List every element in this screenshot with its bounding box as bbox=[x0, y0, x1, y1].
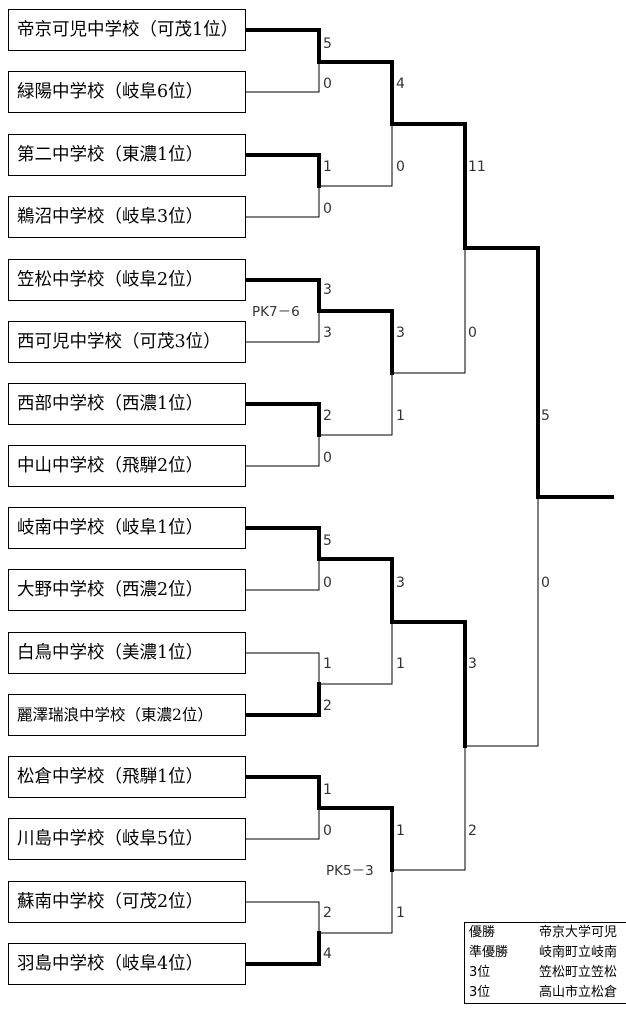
score-r2-m3-bottom: 1 bbox=[396, 656, 405, 672]
bracket-line bbox=[464, 496, 539, 747]
team-box: 帝京可児中学校（可茂1位） bbox=[8, 9, 246, 51]
team-box: 西可児中学校（可茂3位） bbox=[8, 321, 246, 363]
winner-path bbox=[244, 28, 321, 64]
team-box: 川島中学校（岐阜5位） bbox=[8, 818, 246, 860]
winner-path bbox=[317, 806, 394, 872]
team-box: 中山中学校（飛騨2位） bbox=[8, 445, 246, 487]
result-label: 3位 bbox=[469, 965, 491, 980]
bracket-line bbox=[245, 901, 320, 934]
bracket-line bbox=[245, 185, 320, 218]
score-sf-m2-bottom: 2 bbox=[468, 823, 477, 839]
winner-path bbox=[244, 775, 321, 810]
result-row-champion: 優勝 帝京大学可児 bbox=[465, 923, 626, 943]
team-box: 第二中学校（東濃1位） bbox=[8, 134, 246, 176]
bracket-line bbox=[245, 310, 320, 343]
score-r1-m5-bottom: 0 bbox=[323, 575, 332, 591]
score-r1-m8-bottom: 4 bbox=[323, 946, 332, 962]
score-r2-m2-top: 3 bbox=[396, 325, 405, 341]
score-r2-m3-top: 3 bbox=[396, 575, 405, 591]
team-box: 羽島中学校（岐阜4位） bbox=[8, 943, 246, 985]
bracket-line bbox=[245, 807, 320, 840]
score-r2-m4-bottom: 1 bbox=[396, 905, 405, 921]
result-row-runner-up: 準優勝 岐南町立岐南 bbox=[465, 943, 626, 963]
score-r1-m2-top: 1 bbox=[323, 159, 332, 175]
score-r1-m4-top: 2 bbox=[323, 408, 332, 424]
winner-path bbox=[244, 278, 321, 313]
result-label: 準優勝 bbox=[469, 945, 509, 960]
score-final-bottom: 0 bbox=[541, 575, 550, 591]
score-r1-m2-bottom: 0 bbox=[323, 201, 332, 217]
winner-path bbox=[244, 402, 321, 437]
score-final-top: 5 bbox=[541, 408, 550, 424]
result-row-third: 3位 高山市立松倉 bbox=[465, 983, 626, 1003]
score-r2-m4-top: 1 bbox=[396, 823, 405, 839]
winner-path bbox=[244, 526, 321, 561]
winner-path bbox=[244, 931, 321, 966]
team-box: 鵜沼中学校（岐阜3位） bbox=[8, 196, 246, 238]
score-r1-m8-top: 2 bbox=[323, 905, 332, 921]
winner-path bbox=[317, 309, 394, 375]
team-box: 西部中学校（西濃1位） bbox=[8, 383, 246, 425]
pk-r2-m4: PK5－3 bbox=[326, 863, 374, 879]
team-box: 笠松中学校（岐阜2位） bbox=[8, 259, 246, 301]
result-label: 優勝 bbox=[469, 925, 496, 940]
score-r1-m7-bottom: 0 bbox=[323, 823, 332, 839]
result-value: 帝京大学可児 bbox=[539, 925, 618, 940]
pk-r1-m3: PK7－6 bbox=[252, 304, 300, 320]
score-r1-m4-bottom: 0 bbox=[323, 450, 332, 466]
score-r2-m1-top: 4 bbox=[396, 76, 405, 92]
score-r1-m6-bottom: 2 bbox=[323, 698, 332, 714]
result-value: 岐南町立岐南 bbox=[539, 945, 618, 960]
bracket-line bbox=[245, 652, 320, 685]
score-sf-m1-bottom: 0 bbox=[468, 325, 477, 341]
score-r1-m3-bottom: 3 bbox=[323, 325, 332, 341]
score-r2-m1-bottom: 0 bbox=[396, 159, 405, 175]
score-r2-m2-bottom: 1 bbox=[396, 408, 405, 424]
score-r1-m1-top: 5 bbox=[323, 36, 332, 52]
bracket-line bbox=[318, 621, 393, 685]
team-box: 麗澤瑞浪中学校（東濃2位） bbox=[8, 694, 246, 736]
bracket-line bbox=[318, 123, 393, 187]
bracket-line bbox=[245, 434, 320, 467]
winner-path bbox=[244, 682, 321, 717]
result-row-third: 3位 笠松町立笠松 bbox=[465, 963, 626, 983]
score-r1-m7-top: 1 bbox=[323, 782, 332, 798]
result-value: 高山市立松倉 bbox=[539, 985, 618, 1000]
winner-path bbox=[317, 60, 394, 126]
bracket-line bbox=[318, 869, 393, 934]
bracket-line bbox=[391, 745, 466, 871]
bracket-line bbox=[391, 247, 466, 374]
score-r1-m5-top: 5 bbox=[323, 533, 332, 549]
winner-path bbox=[317, 557, 394, 624]
team-box: 白鳥中学校（美濃1位） bbox=[8, 632, 246, 674]
team-box: 大野中学校（西濃2位） bbox=[8, 569, 246, 611]
winner-path bbox=[463, 246, 540, 499]
bracket-line bbox=[245, 558, 320, 591]
score-sf-m2-top: 3 bbox=[468, 656, 477, 672]
team-box: 緑陽中学校（岐阜6位） bbox=[8, 71, 246, 113]
results-table: 優勝 帝京大学可児 準優勝 岐南町立岐南 3位 笠松町立笠松 3位 高山市立松倉 bbox=[464, 922, 626, 1004]
score-r1-m6-top: 1 bbox=[323, 656, 332, 672]
winner-path bbox=[390, 122, 467, 250]
score-sf-m1-top: 11 bbox=[468, 159, 486, 175]
winner-path bbox=[244, 153, 321, 188]
bracket-line bbox=[245, 61, 320, 93]
team-box: 蘇南中学校（可茂2位） bbox=[8, 881, 246, 923]
result-value: 笠松町立笠松 bbox=[539, 965, 618, 980]
score-r1-m1-bottom: 0 bbox=[323, 76, 332, 92]
result-label: 3位 bbox=[469, 985, 491, 1000]
winner-path bbox=[390, 620, 467, 748]
team-box: 岐南中学校（岐阜1位） bbox=[8, 507, 246, 549]
team-box: 松倉中学校（飛騨1位） bbox=[8, 756, 246, 798]
bracket-line bbox=[318, 372, 393, 436]
score-r1-m3-top: 3 bbox=[323, 282, 332, 298]
